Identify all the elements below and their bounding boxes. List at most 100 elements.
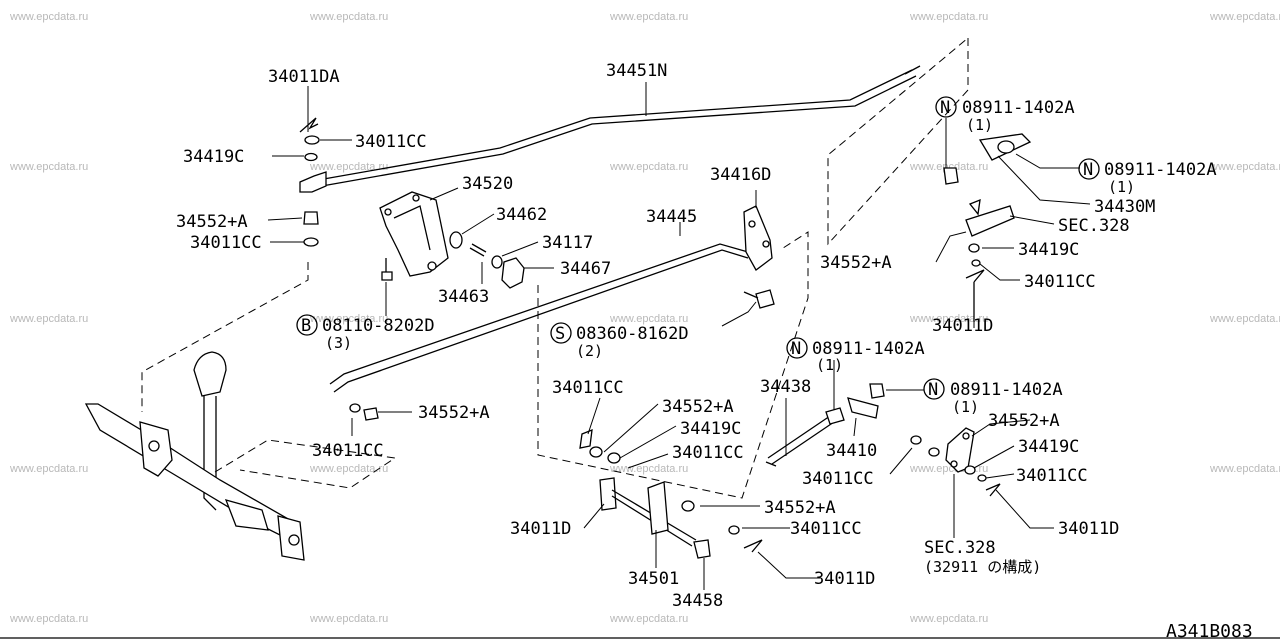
- label-sec-328[interactable]: SEC.328: [1058, 216, 1130, 236]
- label-34451N[interactable]: 34451N: [606, 61, 667, 81]
- label-34416D[interactable]: 34416D: [710, 165, 771, 185]
- label-34462[interactable]: 34462: [496, 205, 547, 225]
- watermark: www.epcdata.ru: [1209, 313, 1280, 325]
- label-08911-1402A[interactable]: 08911-1402A: [962, 98, 1075, 118]
- part-labels: 34011DA 34451N 34011CC 34419C 34552+A 34…: [176, 61, 1217, 611]
- watermark: www.epcdata.ru: [1209, 11, 1280, 23]
- label-34011CC[interactable]: 34011CC: [355, 132, 427, 152]
- bolt-symbol-icon: [296, 314, 318, 336]
- watermark: www.epcdata.ru: [309, 613, 388, 625]
- label-34011D[interactable]: 34011D: [814, 569, 875, 589]
- label-08911-1402A[interactable]: 08911-1402A: [812, 339, 925, 359]
- label-34011CC[interactable]: 34011CC: [672, 443, 744, 463]
- watermark: www.epcdata.ru: [609, 11, 688, 23]
- sec-328-note: (32911 の構成): [924, 558, 1041, 576]
- symbol-circles: N N B S N N: [296, 96, 1100, 400]
- label-34438[interactable]: 34438: [760, 377, 811, 397]
- leader-lines: [267, 82, 1091, 590]
- control-rod-34445[interactable]: [329, 243, 749, 393]
- label-08360-8162D[interactable]: 08360-8162D: [576, 324, 689, 344]
- watermark: www.epcdata.ru: [9, 11, 88, 23]
- nut-symbol-letter: N: [791, 339, 801, 359]
- nut-symbol-letter: N: [940, 98, 950, 118]
- label-34552A[interactable]: 34552+A: [764, 498, 836, 518]
- label-34419C[interactable]: 34419C: [1018, 240, 1079, 260]
- qty-08911: (1): [952, 398, 979, 416]
- rod-end-washers[interactable]: [349, 403, 379, 421]
- rod-34438-and-pivot-34410[interactable]: [765, 383, 940, 467]
- shift-rod-34451N[interactable]: [317, 65, 921, 187]
- screw-symbol-letter: S: [555, 324, 565, 344]
- label-34419C[interactable]: 34419C: [1018, 437, 1079, 457]
- bracket-34520[interactable]: [379, 191, 449, 281]
- nut-symbol-icon: [1078, 158, 1100, 180]
- label-34552A[interactable]: 34552+A: [176, 212, 248, 232]
- watermark: www.epcdata.ru: [909, 161, 988, 173]
- label-34467[interactable]: 34467: [560, 259, 611, 279]
- qty-08911: (1): [966, 116, 993, 134]
- watermark: www.epcdata.ru: [309, 11, 388, 23]
- label-34410[interactable]: 34410: [826, 441, 877, 461]
- bracket-34430M[interactable]: [943, 133, 1032, 185]
- label-34419C[interactable]: 34419C: [680, 419, 741, 439]
- label-34458[interactable]: 34458: [672, 591, 723, 611]
- label-34011DA[interactable]: 34011DA: [268, 67, 340, 87]
- watermark: www.epcdata.ru: [309, 463, 388, 475]
- label-34011CC[interactable]: 34011CC: [1024, 272, 1096, 292]
- watermark: www.epcdata.ru: [9, 463, 88, 475]
- label-34011D[interactable]: 34011D: [932, 316, 993, 336]
- label-34430M[interactable]: 34430M: [1094, 197, 1155, 217]
- label-34552A[interactable]: 34552+A: [662, 397, 734, 417]
- nut-symbol-icon: [923, 378, 945, 400]
- phantom-lines: [141, 37, 969, 499]
- label-34011CC[interactable]: 34011CC: [190, 233, 262, 253]
- bushings-group[interactable]: [449, 231, 525, 289]
- bolt-symbol-letter: B: [301, 316, 311, 336]
- watermark: www.epcdata.ru: [909, 313, 988, 325]
- watermark: www.epcdata.ru: [909, 463, 988, 475]
- qty-08360: (2): [576, 342, 603, 360]
- lever-stack-upper-left[interactable]: [299, 117, 327, 247]
- label-34011CC[interactable]: 34011CC: [312, 441, 384, 461]
- qty-08911: (1): [816, 356, 843, 374]
- label-34552A[interactable]: 34552+A: [418, 403, 490, 423]
- label-34011D[interactable]: 34011D: [510, 519, 571, 539]
- label-08911-1402A[interactable]: 08911-1402A: [950, 380, 1063, 400]
- diagram-code: A341B083: [1166, 621, 1253, 640]
- bracket-34416D[interactable]: [743, 205, 773, 271]
- label-34501[interactable]: 34501: [628, 569, 679, 589]
- label-34011CC[interactable]: 34011CC: [802, 469, 874, 489]
- watermark: www.epcdata.ru: [609, 613, 688, 625]
- lever-lower-right[interactable]: [945, 427, 1001, 497]
- label-34117[interactable]: 34117: [542, 233, 593, 253]
- lever-stack-right[interactable]: [965, 198, 1015, 322]
- watermark: www.epcdata.ru: [909, 613, 988, 625]
- watermark: www.epcdata.ru: [1209, 161, 1280, 173]
- label-34011CC[interactable]: 34011CC: [1016, 466, 1088, 486]
- label-34520[interactable]: 34520: [462, 174, 513, 194]
- label-34552A[interactable]: 34552+A: [988, 411, 1060, 431]
- label-34552A[interactable]: 34552+A: [820, 253, 892, 273]
- label-08911-1402A[interactable]: 08911-1402A: [1104, 160, 1217, 180]
- screw-symbol-icon: [550, 322, 572, 344]
- watermarks: www.epcdata.ru www.epcdata.ru www.epcdat…: [9, 11, 1280, 625]
- label-34445[interactable]: 34445: [646, 207, 697, 227]
- label-34419C[interactable]: 34419C: [183, 147, 244, 167]
- nut-symbol-letter: N: [928, 380, 938, 400]
- label-08110-8202D[interactable]: 08110-8202D: [322, 316, 435, 336]
- label-34011CC[interactable]: 34011CC: [790, 519, 862, 539]
- label-sec-328[interactable]: SEC.328: [924, 538, 996, 558]
- watermark: www.epcdata.ru: [9, 161, 88, 173]
- watermark: www.epcdata.ru: [9, 613, 88, 625]
- label-34011D[interactable]: 34011D: [1058, 519, 1119, 539]
- shifter-lever-assembly[interactable]: [84, 351, 305, 561]
- watermark: www.epcdata.ru: [609, 313, 688, 325]
- bolt-08360-8162D[interactable]: [743, 289, 775, 309]
- label-34011CC[interactable]: 34011CC: [552, 378, 624, 398]
- lower-linkage-34501[interactable]: [579, 428, 763, 559]
- nut-symbol-icon: [786, 337, 808, 359]
- qty-08110: (3): [325, 334, 352, 352]
- label-34463[interactable]: 34463: [438, 287, 489, 307]
